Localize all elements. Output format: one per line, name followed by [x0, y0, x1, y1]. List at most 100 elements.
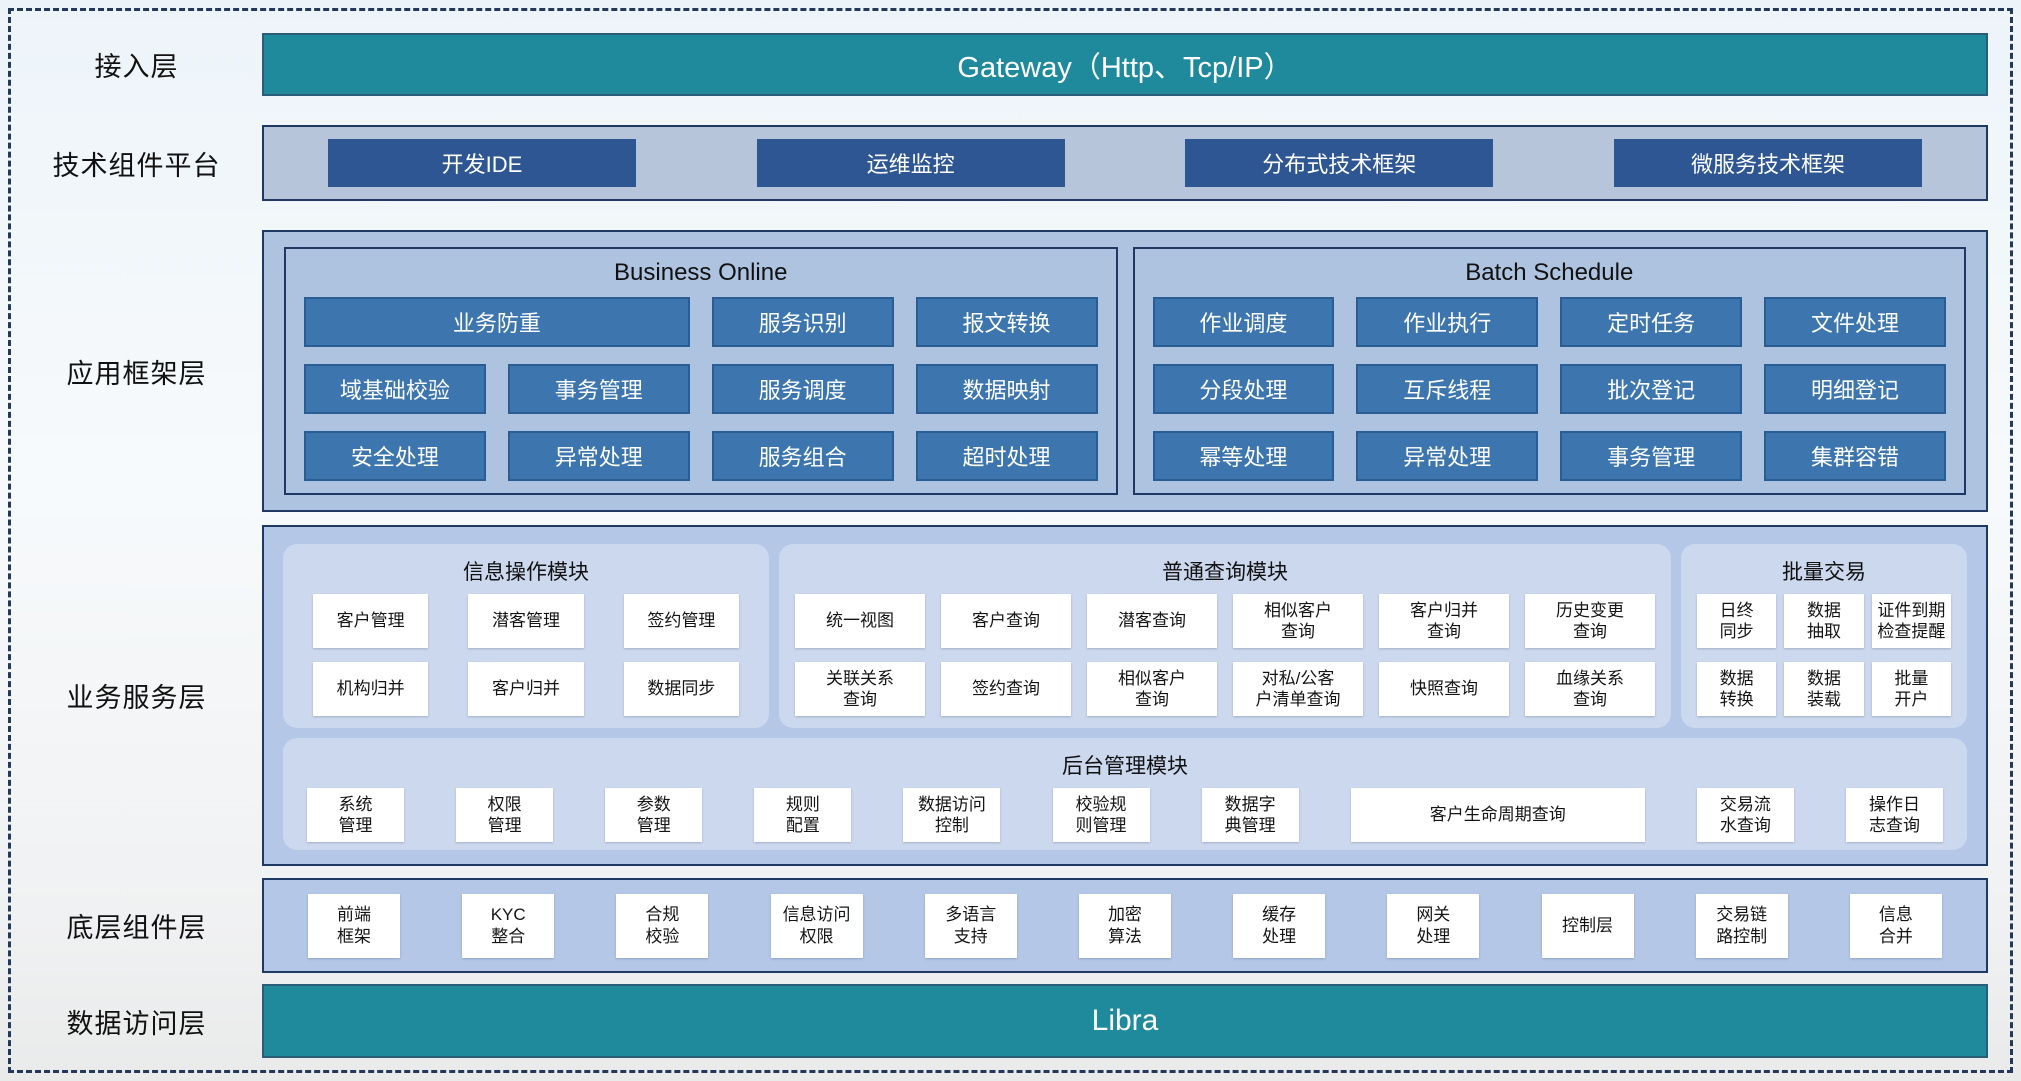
admin-module-item: 参数 管理 [605, 788, 703, 842]
query-module-item: 快照查询 [1379, 662, 1509, 716]
query-module-item: 签约查询 [941, 662, 1071, 716]
batch-trade-item: 数据 转换 [1697, 662, 1777, 716]
query-module-item: 相似客户 查询 [1087, 662, 1217, 716]
batch-schedule-title: Batch Schedule [1465, 259, 1634, 286]
gateway-bar: Gateway（Http、Tcp/IP） [262, 33, 1988, 96]
framework-layer-row: 应用框架层 Business Online 业务防重 服务识别 报文转换 域基础… [11, 230, 2010, 512]
business-online-panel: Business Online 业务防重 服务识别 报文转换 域基础校验 事务管… [284, 247, 1118, 495]
tech-item: 运维监控 [756, 139, 1065, 187]
tech-platform-box: 开发IDE 运维监控 分布式技术框架 微服务技术框架 [262, 125, 1988, 201]
batch-schedule-item: 互斥线程 [1356, 364, 1539, 414]
admin-module-item: 操作日 志查询 [1845, 788, 1943, 842]
business-online-item: 服务调度 [711, 364, 894, 414]
access-layer-label: 接入层 [94, 52, 179, 82]
base-item: 交易链 路控制 [1695, 893, 1788, 958]
info-module-item: 数据同步 [623, 662, 739, 716]
query-module-item: 血缘关系 查询 [1525, 662, 1655, 716]
data-access-row: 数据访问层 Libra [11, 984, 2010, 1058]
base-item: 加密 算法 [1078, 893, 1171, 958]
batch-schedule-item: 批次登记 [1560, 364, 1743, 414]
framework-layer-label: 应用框架层 [66, 358, 207, 389]
business-online-item: 事务管理 [507, 364, 690, 414]
business-online-item: 业务防重 [304, 297, 690, 347]
query-module-item: 对私/公客 户清单查询 [1233, 662, 1363, 716]
query-module-item: 客户查询 [941, 594, 1071, 648]
admin-module-item: 规则 配置 [754, 788, 852, 842]
query-module-item: 客户归并 查询 [1379, 594, 1509, 648]
framework-box: Business Online 业务防重 服务识别 报文转换 域基础校验 事务管… [262, 230, 1988, 512]
base-item: 信息访问 权限 [770, 893, 863, 958]
business-online-title: Business Online [614, 259, 788, 286]
admin-module-item: 客户生命周期查询 [1350, 788, 1645, 842]
service-layer-label: 业务服务层 [66, 683, 207, 713]
batch-schedule-item: 幂等处理 [1152, 431, 1335, 481]
query-module-item: 历史变更 查询 [1525, 594, 1655, 648]
base-layer-label: 底层组件层 [66, 913, 207, 943]
admin-module-panel: 后台管理模块 系统 管理 权限 管理 参数 管理 规则 配置 数据访问 控制 校… [283, 738, 1967, 850]
admin-module-item: 权限 管理 [456, 788, 554, 842]
base-item: 控制层 [1541, 893, 1634, 958]
batch-schedule-item: 作业执行 [1356, 297, 1539, 347]
info-module-item: 机构归并 [313, 662, 429, 716]
batch-trade-title: 批量交易 [1782, 561, 1866, 584]
admin-module-item: 校验规 则管理 [1052, 788, 1150, 842]
batch-trade-item: 证件到期 检查提醒 [1871, 594, 1951, 648]
base-item: KYC 整合 [462, 893, 555, 958]
tech-item: 开发IDE [328, 139, 636, 187]
batch-trade-item: 数据 装载 [1784, 662, 1864, 716]
info-module-item: 客户归并 [468, 662, 584, 716]
batch-schedule-item: 异常处理 [1356, 431, 1539, 481]
batch-schedule-item: 明细登记 [1764, 364, 1946, 414]
base-item: 缓存 处理 [1233, 893, 1326, 958]
business-online-item: 域基础校验 [304, 364, 486, 414]
base-item: 前端 框架 [308, 893, 400, 958]
query-module-item: 关联关系 查询 [795, 662, 925, 716]
tech-item: 微服务技术框架 [1613, 139, 1922, 187]
tech-platform-label: 技术组件平台 [52, 150, 221, 181]
query-module-item: 潜客查询 [1087, 594, 1217, 648]
base-layer-row: 底层组件层 前端 框架 KYC 整合 合规 校验 信息访问 权限 多语言 支持 … [11, 878, 2010, 973]
batch-schedule-item: 作业调度 [1152, 297, 1335, 347]
service-box: 信息操作模块 客户管理 潜客管理 签约管理 机构归并 客户归并 数据同步 普通查… [262, 525, 1988, 866]
query-module-title: 普通查询模块 [1162, 561, 1288, 584]
business-online-item: 超时处理 [915, 431, 1098, 481]
batch-schedule-panel: Batch Schedule 作业调度 作业执行 定时任务 文件处理 分段处理 … [1132, 247, 1966, 495]
batch-schedule-item: 文件处理 [1764, 297, 1946, 347]
batch-trade-panel: 批量交易 日终 同步 数据 抽取 证件到期 检查提醒 数据 转换 数据 装载 批… [1681, 544, 1967, 728]
batch-trade-item: 批量 开户 [1871, 662, 1951, 716]
architecture-diagram: 接入层 Gateway（Http、Tcp/IP） 技术组件平台 开发IDE 运维… [8, 8, 2013, 1073]
query-module-item: 统一视图 [795, 594, 925, 648]
admin-module-item: 交易流 水查询 [1696, 788, 1794, 842]
info-module-item: 潜客管理 [468, 594, 584, 648]
admin-module-item: 数据访问 控制 [903, 788, 1001, 842]
base-box: 前端 框架 KYC 整合 合规 校验 信息访问 权限 多语言 支持 加密 算法 … [262, 878, 1988, 973]
batch-schedule-item: 分段处理 [1152, 364, 1335, 414]
service-layer-row: 业务服务层 信息操作模块 客户管理 潜客管理 签约管理 机构归并 客户归并 数据… [11, 525, 2010, 866]
business-online-item: 服务识别 [711, 297, 894, 347]
business-online-item: 报文转换 [915, 297, 1098, 347]
info-module-item: 签约管理 [623, 594, 739, 648]
business-online-item: 服务组合 [711, 431, 894, 481]
base-item: 合规 校验 [616, 893, 709, 958]
tech-item: 分布式技术框架 [1185, 139, 1494, 187]
admin-module-item: 系统 管理 [307, 788, 404, 842]
base-item: 网关 处理 [1387, 893, 1480, 958]
business-online-item: 安全处理 [304, 431, 486, 481]
data-access-label: 数据访问层 [66, 1008, 207, 1039]
query-module-panel: 普通查询模块 统一视图 客户查询 潜客查询 相似客户 查询 客户归并 查询 历史… [779, 544, 1671, 728]
libra-bar: Libra [262, 984, 1988, 1058]
info-module-panel: 信息操作模块 客户管理 潜客管理 签约管理 机构归并 客户归并 数据同步 [283, 544, 769, 728]
batch-trade-item: 数据 抽取 [1784, 594, 1864, 648]
batch-trade-item: 日终 同步 [1697, 594, 1777, 648]
admin-module-title: 后台管理模块 [1062, 755, 1188, 778]
access-layer-row: 接入层 Gateway（Http、Tcp/IP） [11, 33, 2010, 96]
info-module-title: 信息操作模块 [463, 561, 589, 584]
batch-schedule-item: 事务管理 [1560, 431, 1743, 481]
batch-schedule-item: 定时任务 [1560, 297, 1743, 347]
info-module-item: 客户管理 [313, 594, 429, 648]
admin-module-item: 数据字 典管理 [1201, 788, 1299, 842]
batch-schedule-item: 集群容错 [1764, 431, 1946, 481]
tech-platform-row: 技术组件平台 开发IDE 运维监控 分布式技术框架 微服务技术框架 [11, 125, 2010, 201]
base-item: 信息 合并 [1849, 893, 1942, 958]
base-item: 多语言 支持 [924, 893, 1017, 958]
